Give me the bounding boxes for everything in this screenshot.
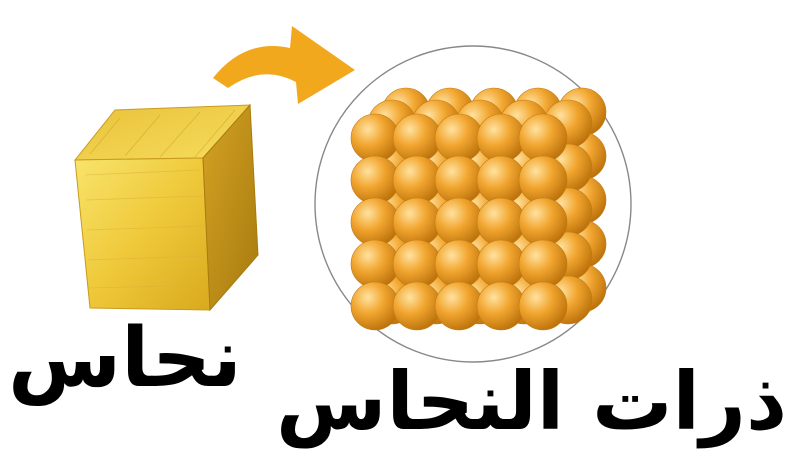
copper-atom: [519, 240, 567, 288]
copper-atom: [477, 282, 525, 330]
copper-atoms-label: ذرات النحاس: [276, 362, 787, 442]
copper-atom: [351, 198, 399, 246]
copper-cube-icon: [75, 105, 258, 310]
copper-atom: [435, 114, 483, 162]
atom-lattice-icon: [315, 46, 631, 362]
copper-label: نحاس: [8, 318, 242, 400]
copper-atom: [393, 198, 441, 246]
copper-atom: [477, 240, 525, 288]
curved-arrow-icon: [213, 26, 355, 104]
copper-atom: [435, 198, 483, 246]
copper-atom: [393, 114, 441, 162]
copper-atom: [519, 156, 567, 204]
copper-atom: [519, 282, 567, 330]
copper-atom: [393, 282, 441, 330]
copper-atom: [435, 156, 483, 204]
copper-atom: [351, 282, 399, 330]
copper-atom: [435, 240, 483, 288]
copper-atom: [519, 198, 567, 246]
copper-atom: [519, 114, 567, 162]
copper-atom: [393, 156, 441, 204]
copper-atom: [351, 240, 399, 288]
copper-atom: [351, 114, 399, 162]
copper-atom: [477, 198, 525, 246]
copper-atom: [477, 156, 525, 204]
copper-atom: [393, 240, 441, 288]
copper-atom: [435, 282, 483, 330]
copper-atom: [351, 156, 399, 204]
copper-atom: [477, 114, 525, 162]
